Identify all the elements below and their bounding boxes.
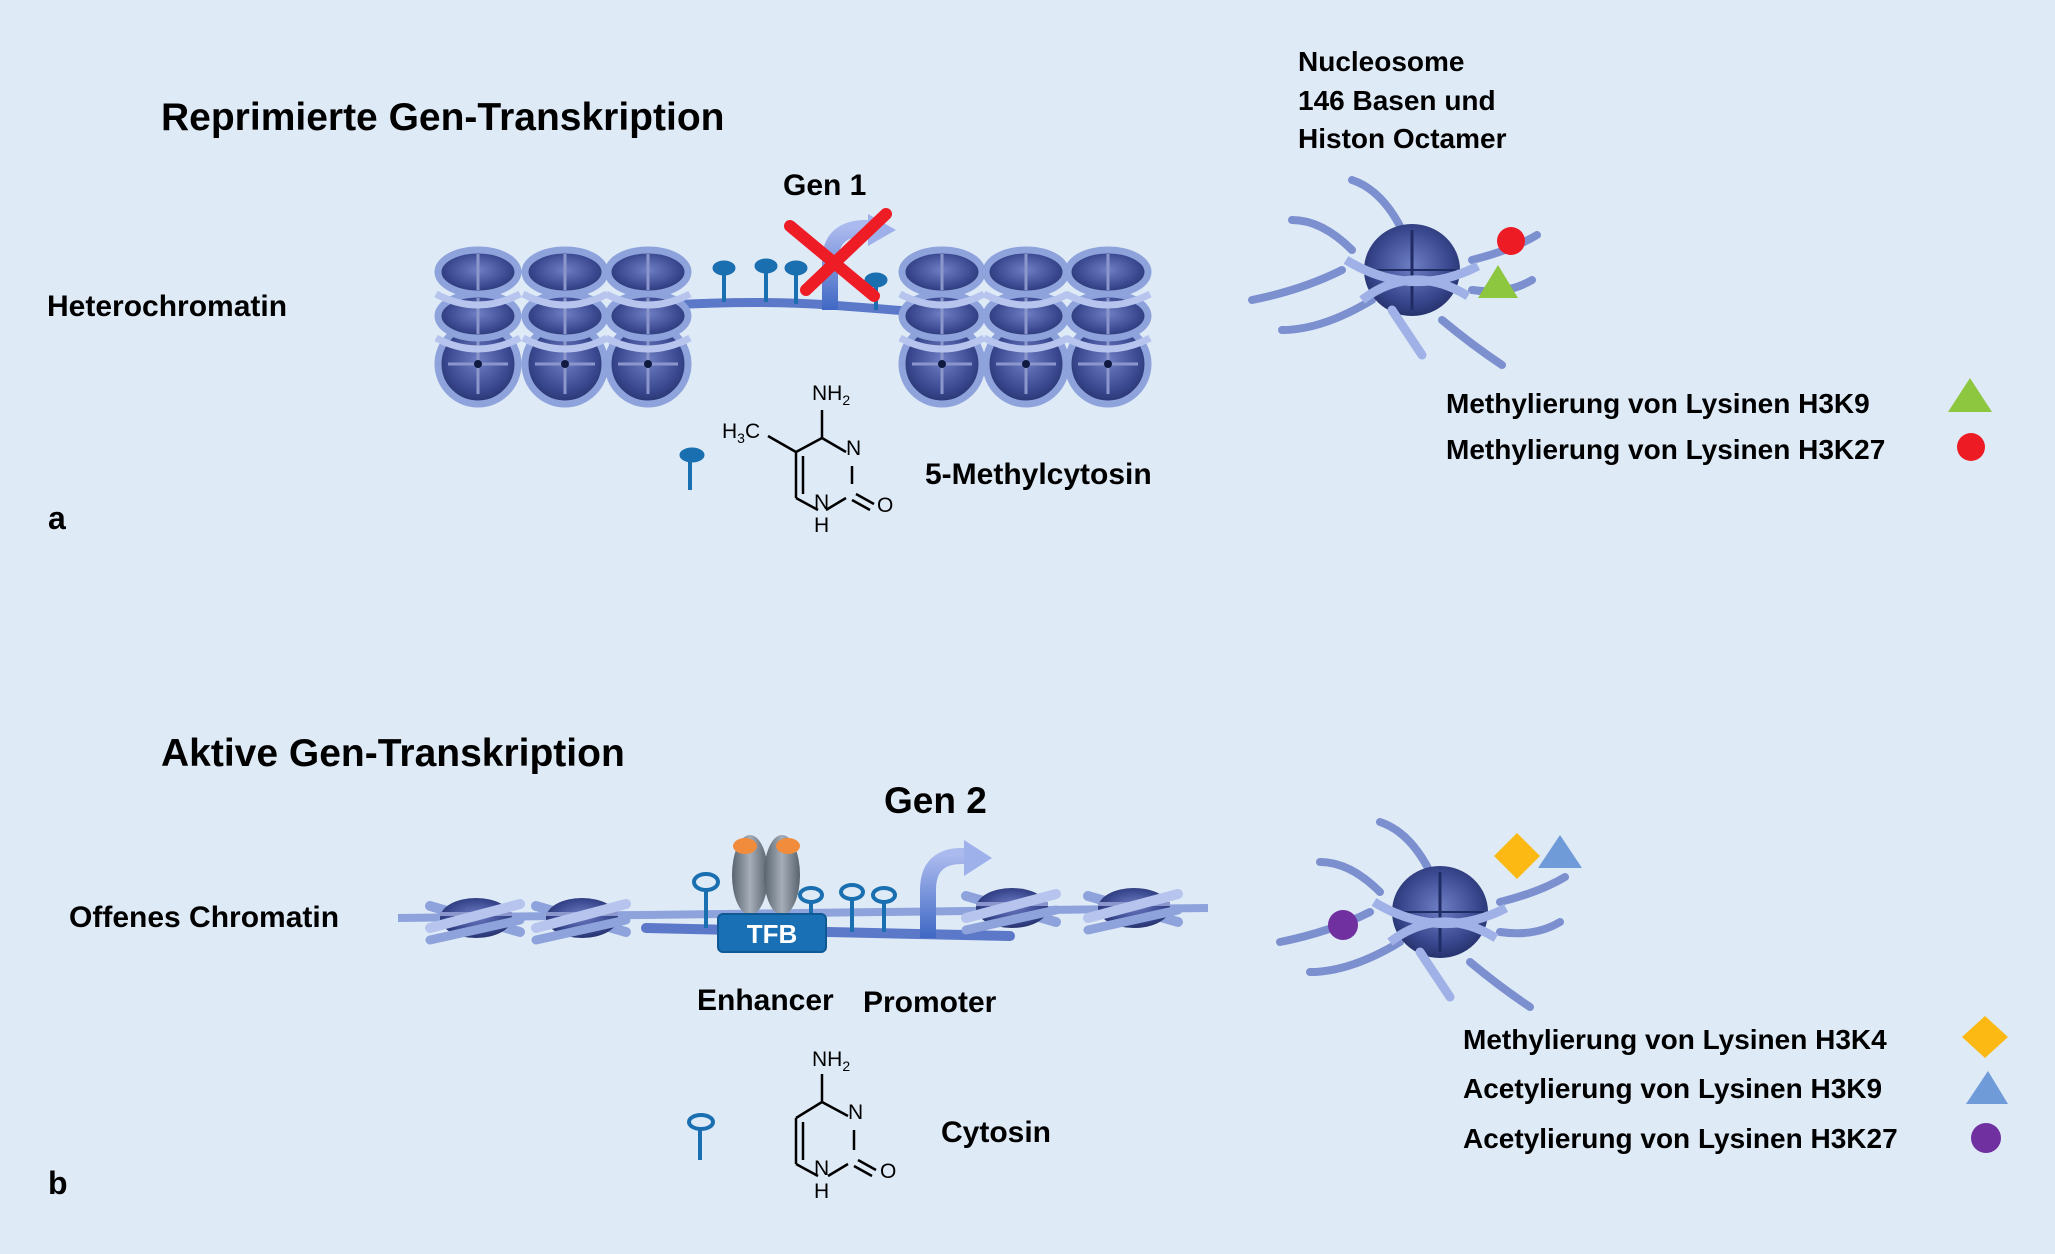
chromatin-label-a: Heterochromatin [47,290,288,323]
gene-2-arrow [920,840,992,938]
panel-a-title: Reprimierte Gen-Transkription [161,96,725,139]
enhancer-label: Enhancer [697,984,834,1017]
atoms-cytosin: NH2 N N H O [812,1048,896,1203]
svg-text:H: H [814,514,829,537]
nucleosome-caption-line-3: Histon Octamer [1298,123,1507,154]
svg-text:NH2: NH2 [812,1048,850,1074]
legend-a-item-2: Methylierung von Lysinen H3K27 [1446,434,1886,465]
panel-letter-b: b [48,1165,68,1201]
gene-1-label: Gen 1 [783,169,867,202]
legend-a-marks [1948,378,1992,461]
panel-letter-a: a [48,500,66,536]
triangle-green-icon [1948,378,1992,412]
open-pin-legend-icon [687,1113,715,1160]
h3k9-acetyl-mark [1538,835,1582,868]
nucleosome-caption-line-1: Nucleosome [1298,46,1465,77]
gene-2-label: Gen 2 [884,780,987,821]
diamond-yellow-icon [1962,1016,2008,1058]
legend-b-item-3: Acetylierung von Lysinen H3K27 [1463,1123,1898,1154]
tfb-box: TFB [717,913,827,953]
svg-text:NH2: NH2 [812,382,850,408]
nucleosome-illustration-a [1252,180,1537,365]
polymerase-complex [732,835,800,915]
legend-b-marks [1962,1016,2008,1153]
panel-b-title: Aktive Gen-Transkription [161,732,625,775]
repression-cross-icon [784,208,892,302]
legend-b-item-2: Acetylierung von Lysinen H3K9 [1463,1073,1883,1104]
svg-text:N: N [814,491,829,514]
svg-text:O: O [880,1160,896,1183]
methyl-pin-legend-icon [679,447,705,490]
svg-text:N: N [848,1101,863,1124]
svg-text:N: N [846,437,861,460]
h3k4-methyl-mark [1494,833,1540,879]
svg-text:H3C: H3C [722,420,760,446]
structure-cytosin [794,1074,877,1178]
nucleosome-illustration-b [1280,822,1582,1007]
legend-a-item-1: Methylierung von Lysinen H3K9 [1446,388,1870,419]
nucleosome-caption-line-2: 146 Basen und [1298,85,1496,116]
svg-text:H: H [814,1180,829,1203]
legend-b-item-1: Methylierung von Lysinen H3K4 [1463,1024,1887,1055]
molecule-name-b: Cytosin [941,1116,1052,1149]
chromatin-label-b: Offenes Chromatin [69,901,340,934]
svg-text:N: N [814,1157,829,1180]
h3k27-methyl-mark [1497,227,1525,255]
nucleosome-cluster-left [436,250,690,404]
circle-purple-icon [1971,1123,2001,1153]
circle-red-icon [1957,433,1985,461]
tfb-label: TFB [747,919,798,949]
nucleosome-cluster-right [900,250,1150,404]
svg-text:O: O [877,494,893,517]
structure-5-methylcytosin [767,410,875,512]
triangle-blue-icon [1966,1071,2008,1104]
heterochromatin-fiber [436,208,1150,404]
h3k9-methyl-mark [1478,265,1518,298]
h3k27-acetyl-mark [1328,910,1358,940]
atoms-5-methylcytosin: NH2 H3C N N H O [722,382,893,537]
molecule-name-a: 5-Methylcytosin [925,458,1152,491]
promoter-label: Promoter [863,986,997,1019]
